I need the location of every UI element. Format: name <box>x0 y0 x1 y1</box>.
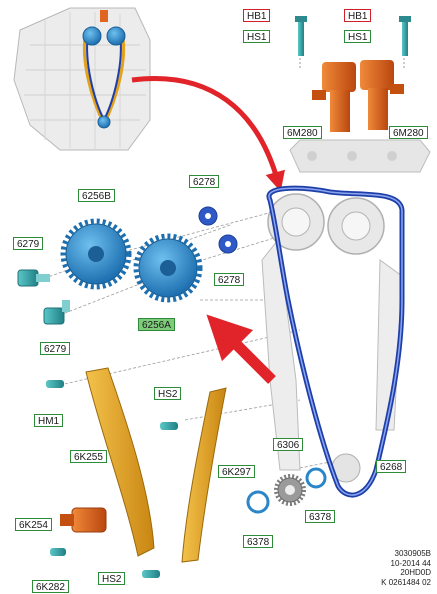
callout-arrow-top <box>131 76 285 192</box>
dowel-hm1 <box>46 380 64 388</box>
label-6378-left: 6378 <box>243 535 274 548</box>
label-6256a: 6256A <box>138 318 175 331</box>
label-6k282: 6K282 <box>32 580 69 593</box>
label-6k255: 6K255 <box>70 450 107 463</box>
washer-6278-top <box>198 206 218 226</box>
label-hb1-right: HB1 <box>344 9 372 22</box>
drawing-reference: 3030905B 10-2014 44 20HD0D K 0261484 02 <box>381 549 431 587</box>
sprocket-6256a <box>133 233 203 303</box>
bolt-hs2-top <box>160 422 178 430</box>
label-6378-right: 6378 <box>305 510 336 523</box>
washer-6278-mid <box>218 234 238 254</box>
bolt-6279-top <box>17 269 50 287</box>
label-6m280-right: 6M280 <box>389 126 428 139</box>
guide-6k255 <box>85 367 155 557</box>
reference-line-3: 20HD0D <box>400 568 431 577</box>
solenoid-assembly <box>289 16 431 173</box>
bolt-6k282 <box>50 548 66 556</box>
label-6256b: 6256B <box>78 189 115 202</box>
label-6k254: 6K254 <box>15 518 52 531</box>
label-hs2-top: HS2 <box>154 387 182 400</box>
reference-line-2: 10-2014 44 <box>390 558 431 568</box>
sprocket-6256b <box>60 218 132 290</box>
label-6268: 6268 <box>376 460 407 473</box>
tensioner-6k254 <box>60 507 107 533</box>
washer-6378-right <box>305 467 327 489</box>
callout-arrow-center <box>206 314 276 384</box>
bolt-hs2-bot <box>142 570 160 578</box>
label-hm1: HM1 <box>34 414 64 427</box>
bolt-6279-bot <box>43 300 70 325</box>
engine-block <box>13 7 151 151</box>
label-hs1-left: HS1 <box>243 30 271 43</box>
label-hs1-right: HS1 <box>344 30 372 43</box>
label-6278-mid: 6278 <box>214 273 245 286</box>
label-6306: 6306 <box>273 438 304 451</box>
reference-line-1: 3030905B <box>394 549 431 558</box>
reference-line-4: K 0261484 02 <box>381 577 431 587</box>
label-hs2-bot: HS2 <box>98 572 126 585</box>
label-hb1-left: HB1 <box>243 9 271 22</box>
washer-6378-left <box>246 490 270 514</box>
label-6m280-left: 6M280 <box>283 126 322 139</box>
chain-drive-assembly <box>261 185 405 498</box>
guide-6k297 <box>181 387 227 563</box>
label-6278-top: 6278 <box>189 175 220 188</box>
label-6279-top: 6279 <box>13 237 44 250</box>
label-6279-bot: 6279 <box>40 342 71 355</box>
label-6k297: 6K297 <box>218 465 255 478</box>
crank-sprocket-6306 <box>274 474 306 506</box>
